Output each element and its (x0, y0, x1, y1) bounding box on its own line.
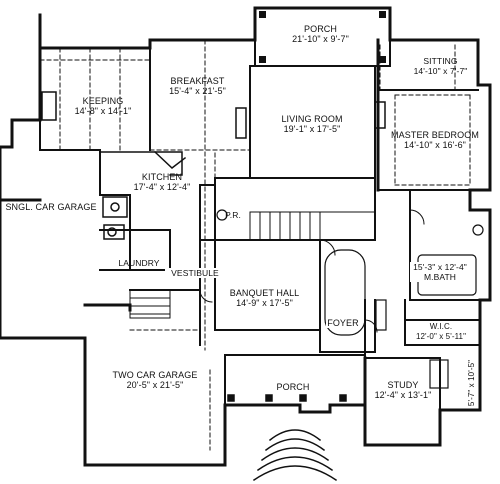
room-name: LAUNDRY (118, 258, 160, 268)
room-size: 12'-0" x 5'-11" (415, 332, 467, 341)
room-closet-side: 5'-7" x 10'-5" (467, 353, 477, 413)
room-laundry: LAUNDRY (114, 258, 164, 268)
room-size: 17'-4" x 12'-4" (133, 182, 191, 192)
door-swings (199, 209, 425, 333)
room-porch-top: PORCH 21'-10" x 9'-7" (268, 24, 373, 44)
room-pr: P.R. (222, 210, 244, 220)
room-size: 14'-8" x 14'-1" (74, 106, 132, 116)
interior-walls (39, 39, 481, 411)
room-size: 14'-10" x 7'-7" (413, 66, 468, 76)
room-name: TWO CAR GARAGE (112, 370, 198, 380)
room-name: STUDY (387, 380, 419, 390)
fireplaces (41, 91, 386, 139)
room-breakfast: BREAKFAST 15'-4" x 21'-5" (150, 76, 245, 96)
room-name: PORCH (303, 24, 337, 34)
room-kitchen: KITCHEN 17'-4" x 12'-4" (122, 172, 202, 192)
room-name: SNGL. CAR GARAGE (5, 202, 97, 212)
room-porch-front: PORCH (268, 382, 318, 392)
room-living: LIVING ROOM 19'-1" x 17'-5" (262, 114, 362, 134)
room-name: MASTER BEDROOM (391, 130, 479, 140)
room-size: 21'-10" x 9'-7" (292, 34, 349, 44)
front-porch (227, 394, 347, 482)
room-size: 15'-4" x 21'-5" (169, 86, 226, 96)
room-name: LIVING ROOM (281, 114, 343, 124)
room-sitting: SITTING 14'-10" x 7'-7" (398, 56, 483, 76)
room-two-garage: TWO CAR GARAGE 20'-5" x 21'-5" (100, 370, 210, 390)
room-name: BANQUET HALL (229, 288, 300, 298)
room-size: 15'-3" x 12'-4" (410, 262, 470, 272)
room-mbath: 15'-3" x 12'-4" M.BATH (410, 262, 470, 282)
room-name: PORCH (276, 382, 310, 392)
room-size: 12'-4" x 13'-1" (374, 390, 432, 400)
room-name: P.R. (225, 210, 241, 220)
room-name: SITTING (423, 56, 458, 66)
room-size: 5'-7" x 10'-5" (467, 359, 476, 407)
dashed-lines (39, 39, 471, 451)
room-size: 19'-1" x 17'-5" (283, 124, 341, 134)
room-foyer: FOYER (326, 318, 360, 328)
room-name: FOYER (326, 318, 360, 328)
room-study: STUDY 12'-4" x 13'-1" (368, 380, 438, 400)
room-name: KITCHEN (141, 172, 183, 182)
room-banquet: BANQUET HALL 14'-9" x 17'-5" (222, 288, 307, 308)
room-vestibule: VESTIBULE (165, 268, 225, 278)
room-keeping: KEEPING 14'-8" x 14'-1" (58, 96, 148, 116)
room-name: KEEPING (82, 96, 124, 106)
stairs (129, 211, 376, 319)
kitchen-counters (99, 150, 187, 240)
room-name: BREAKFAST (170, 76, 225, 86)
room-master: MASTER BEDROOM 14'-10" x 16'-6" (385, 130, 485, 150)
room-size: 20'-5" x 21'-5" (126, 380, 184, 390)
room-size: 14'-10" x 16'-6" (404, 140, 466, 150)
room-sngl-garage: SNGL. CAR GARAGE (3, 202, 99, 212)
room-name: W.I.C. (429, 322, 453, 331)
room-name: M.BATH (410, 272, 470, 282)
room-size: 14'-9" x 17'-5" (236, 298, 293, 308)
room-name: VESTIBULE (165, 268, 225, 278)
room-wic: W.I.C. 12'-0" x 5'-11" (406, 322, 476, 342)
